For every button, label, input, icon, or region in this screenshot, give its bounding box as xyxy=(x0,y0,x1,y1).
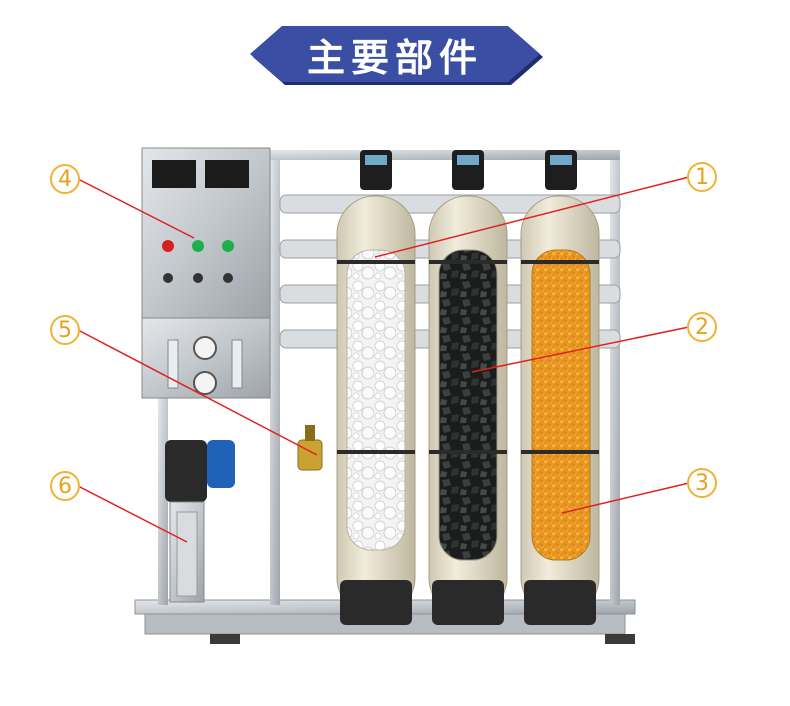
page-title: 主要部件 xyxy=(306,35,483,80)
leader-line-4 xyxy=(77,178,195,239)
header-banner xyxy=(250,26,543,85)
leader-line-2 xyxy=(471,326,690,373)
callout-4-icon: 4 xyxy=(50,164,80,194)
water-treatment-equipment-image xyxy=(77,147,690,644)
leader-line-1 xyxy=(374,176,690,258)
leader-line-5 xyxy=(77,329,318,456)
leader-line-6 xyxy=(77,485,188,543)
callout-3-icon: 3 xyxy=(687,468,717,498)
callout-5-icon: 5 xyxy=(50,315,80,345)
callout-6-icon: 6 xyxy=(50,471,80,501)
leader-line-3 xyxy=(561,482,690,514)
callout-2-icon: 2 xyxy=(687,312,717,342)
callout-1-icon: 1 xyxy=(687,162,717,192)
